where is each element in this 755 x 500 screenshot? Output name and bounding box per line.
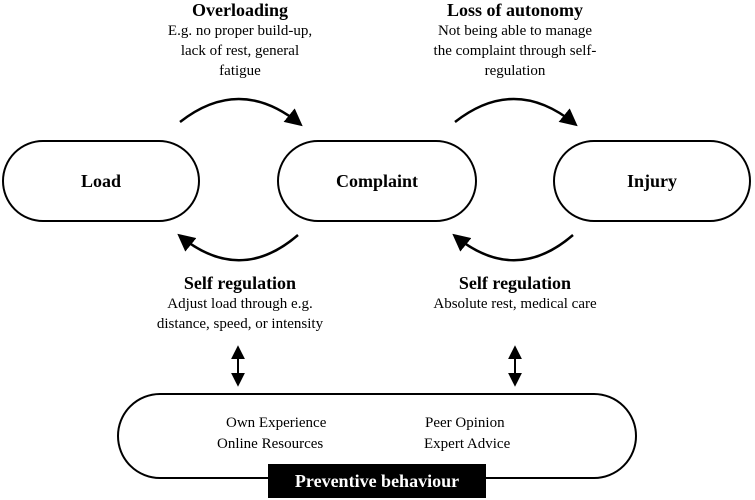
label-loss-title: Loss of autonomy — [446, 0, 584, 20]
label-self-regulation-right: Self regulation Absolute rest, medical c… — [395, 273, 635, 314]
label-sr-right-line-1: Absolute rest, medical care — [433, 296, 597, 312]
label-overloading-line-1: E.g. no proper build-up, — [167, 23, 313, 39]
node-load: Load — [2, 140, 200, 222]
label-overloading-line-2: lack of rest, general — [180, 43, 300, 59]
label-sr-left-title: Self regulation — [183, 273, 297, 293]
preventive-item-expert-advice: Expert Advice — [424, 436, 511, 452]
arrow-load-to-complaint — [179, 97, 303, 127]
label-overloading: Overloading E.g. no proper build-up, lac… — [120, 0, 360, 81]
node-injury: Injury — [553, 140, 751, 222]
preventive-item-online-resources: Online Resources — [217, 436, 324, 452]
label-overloading-title: Overloading — [191, 0, 288, 20]
preventive-banner: Preventive behaviour — [268, 464, 486, 498]
label-self-regulation-left: Self regulation Adjust load through e.g.… — [110, 273, 370, 334]
preventive-banner-label: Preventive behaviour — [294, 470, 460, 491]
node-load-label: Load — [80, 170, 122, 191]
label-sr-left-line-2: distance, speed, or intensity — [156, 316, 324, 332]
preventive-item-own-experience: Own Experience — [226, 415, 327, 431]
node-complaint-label: Complaint — [335, 170, 418, 191]
label-loss-of-autonomy: Loss of autonomy Not being able to manag… — [385, 0, 645, 81]
arrow-complaint-to-load — [177, 233, 299, 262]
label-overloading-line-3: fatigue — [219, 63, 261, 79]
arrow-complaint-to-injury — [454, 97, 578, 127]
node-complaint: Complaint — [277, 140, 477, 222]
preventive-item-peer-opinion: Peer Opinion — [425, 415, 505, 431]
arrow-injury-to-complaint — [452, 233, 574, 262]
label-loss-line-1: Not being able to manage — [437, 23, 593, 39]
label-sr-right-title: Self regulation — [458, 273, 572, 293]
label-loss-line-3: regulation — [484, 63, 546, 79]
node-injury-label: Injury — [626, 170, 677, 191]
label-sr-left-line-1: Adjust load through e.g. — [167, 296, 313, 312]
label-loss-line-2: the complaint through self- — [433, 43, 597, 59]
